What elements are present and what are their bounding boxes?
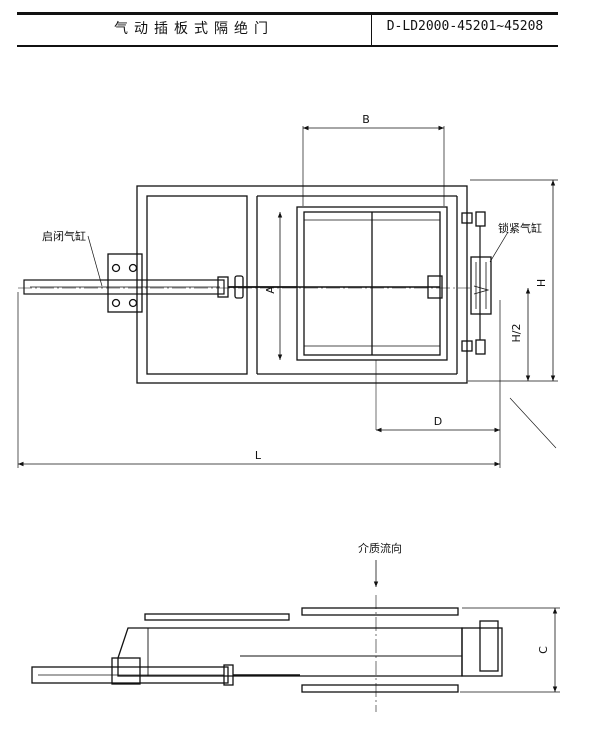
front-view xyxy=(17,125,558,468)
leader-open-close-cylinder xyxy=(87,235,103,287)
locking-cylinder-detail xyxy=(473,285,490,295)
dim-b-label: B xyxy=(362,113,370,126)
dim-d-label: D xyxy=(434,415,442,428)
lock-bolt-bottom xyxy=(461,340,473,352)
leader-misc xyxy=(509,397,557,449)
dim-l-label: L xyxy=(255,449,262,462)
cylinder-bracket xyxy=(107,253,143,313)
dim-h2-label: H/2 xyxy=(510,324,523,343)
dim-h-label: H xyxy=(535,279,548,287)
gate-plate-outer xyxy=(296,206,448,361)
lock-bolt-top xyxy=(461,212,473,224)
lock-clamp-bottom xyxy=(475,339,486,355)
housing-left-inner xyxy=(146,195,248,375)
side-lock-housing xyxy=(461,627,503,677)
left-flange-top xyxy=(144,613,290,621)
title-block-divider xyxy=(371,15,372,45)
title-block: 气动插板式隔绝门 D-LD2000-45201~45208 xyxy=(17,12,558,47)
side-cylinder-body xyxy=(31,666,229,684)
bracket-bolt-4 xyxy=(128,298,138,308)
gate-drive-head xyxy=(427,275,443,299)
medium-flow-label: 介质流向 xyxy=(358,541,402,555)
side-view xyxy=(31,560,560,712)
side-lock-cylinder xyxy=(479,620,499,672)
title-block-bottom-rule xyxy=(17,45,558,47)
shaft-coupling xyxy=(234,275,244,299)
title-block-top-rule xyxy=(17,12,558,15)
leader-locking-cylinder xyxy=(489,231,509,263)
drawing-title: 气动插板式隔绝门 xyxy=(114,21,274,37)
open-close-cylinder-body xyxy=(23,279,225,295)
side-housing xyxy=(117,627,463,677)
bracket-bolt-3 xyxy=(111,298,121,308)
dim-c-label: C xyxy=(537,646,550,654)
housing-outer xyxy=(136,185,468,384)
dim-a-label: A xyxy=(264,286,277,294)
side-bracket xyxy=(111,657,141,685)
lock-clamp-top xyxy=(475,211,486,227)
right-flange-top xyxy=(301,607,459,616)
locking-cylinder-label: 锁紧气缸 xyxy=(498,221,542,235)
bracket-bolt-2 xyxy=(128,263,138,273)
locking-cylinder-body xyxy=(470,256,492,315)
drawing-code: D-LD2000-45201~45208 xyxy=(386,19,544,34)
right-flange-bottom xyxy=(301,684,459,693)
open-close-cylinder-label: 启闭气缸 xyxy=(42,229,86,243)
bracket-bolt-1 xyxy=(111,263,121,273)
